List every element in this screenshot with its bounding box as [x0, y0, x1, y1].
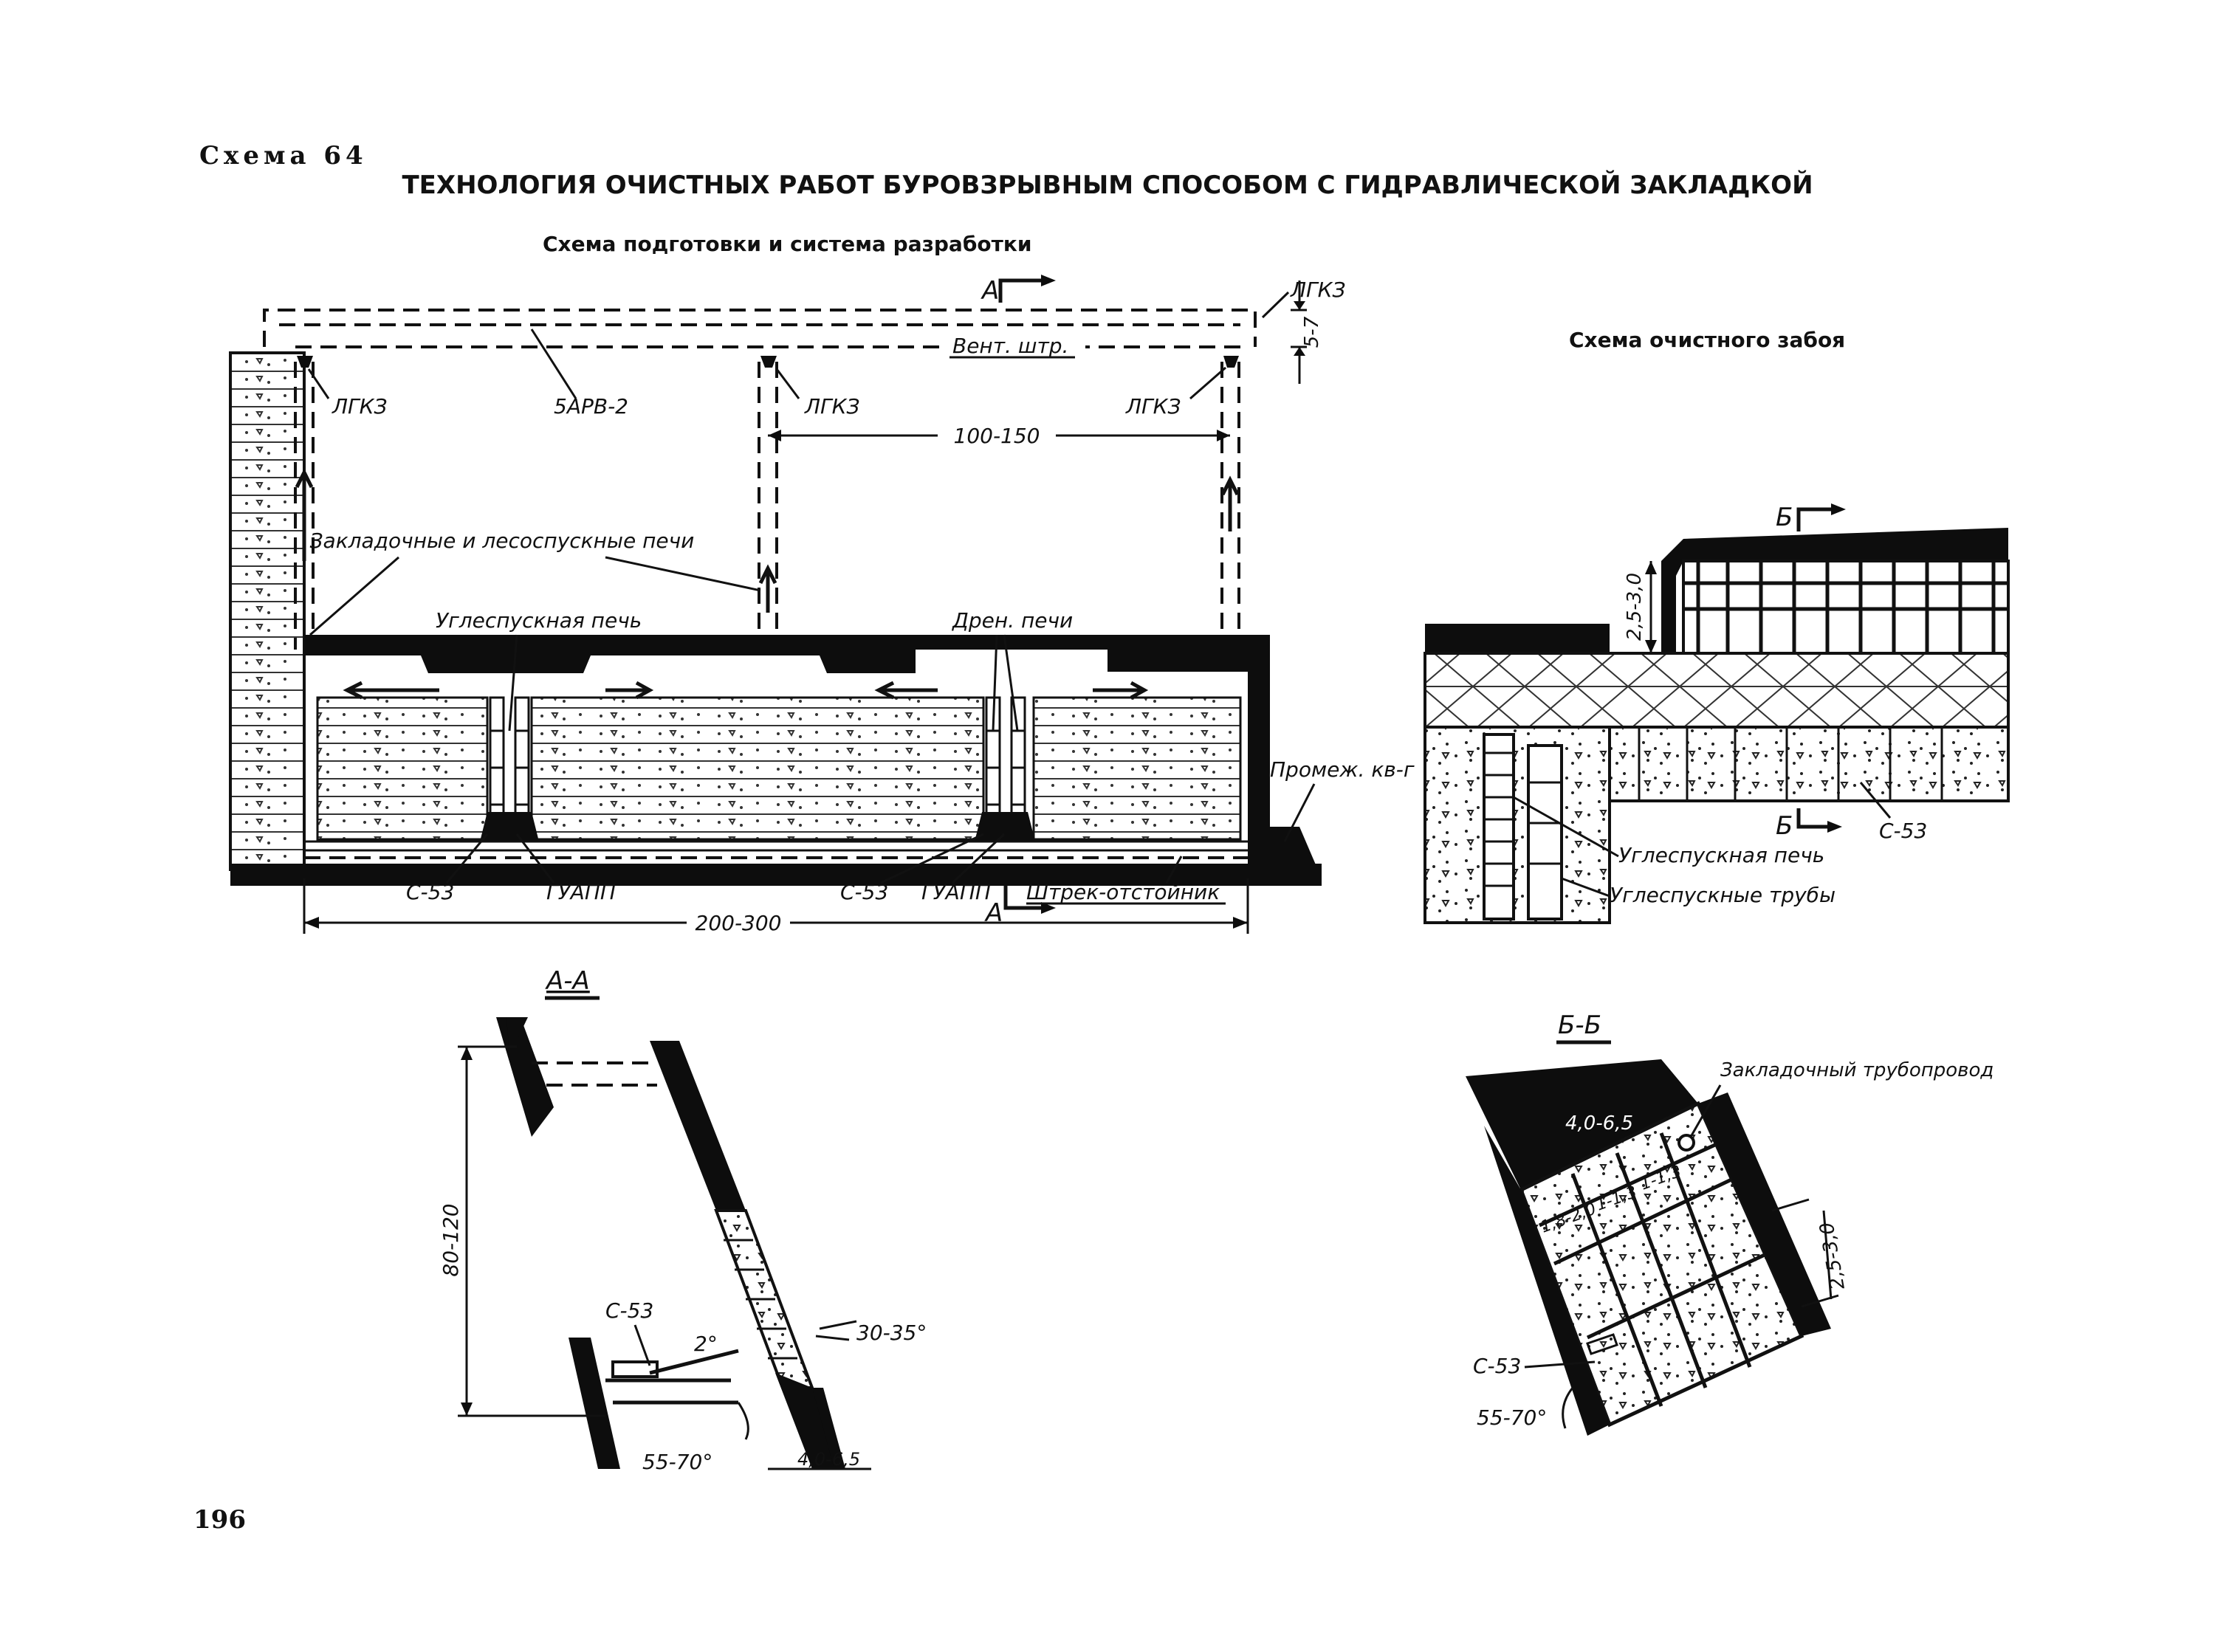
lgkz-1: ЛГКЗ — [332, 394, 388, 419]
section-a-bottom: А — [984, 898, 1003, 928]
guapp-label-1: ГУАПП — [546, 880, 616, 904]
section-a-top: А — [981, 276, 999, 306]
fill-and-timber-chutes: Закладочные и лесоспускные печи — [310, 529, 695, 553]
roof-rock-band — [304, 635, 1248, 673]
left-rock-strip — [229, 351, 306, 871]
aa-angle-30-35: 30-35° — [856, 1321, 927, 1345]
aa-dim-4-0-6-5: 4,0-6,5 — [797, 1449, 860, 1470]
bb-fill-pipe — [1677, 1134, 1695, 1152]
guapp-label-2: ГУАПП — [921, 880, 991, 904]
aa-angle-2: 2° — [694, 1332, 718, 1356]
dim-200-300: 200-300 — [696, 911, 782, 935]
bb-dim-2-5-3-0: 2,5-3,0 — [1816, 1220, 1850, 1291]
bb-angle-55-70: 55-70° — [1477, 1405, 1547, 1430]
lgkz-2: ЛГКЗ — [804, 394, 860, 419]
settling-drift-label: Штрек-отстойник — [1026, 880, 1220, 904]
lgkz-top-right: ЛГКЗ — [1290, 278, 1346, 302]
face-view: 2,5-3,0 Б Б С-53 Углеспускная печь Углес… — [1424, 503, 2010, 924]
fan-5arv2: 5АРВ-2 — [554, 394, 628, 419]
chute-pillar-1 — [480, 696, 539, 842]
stope-block-3 — [1032, 696, 1242, 841]
subtitle-plan: Схема подготовки и система разработки — [543, 232, 1031, 256]
subtitle-face: Схема очистного забоя — [1569, 328, 1845, 352]
s53-label-1: С-53 — [406, 880, 454, 904]
section-b-top: Б — [1776, 503, 1793, 532]
stope-block-2 — [530, 696, 985, 841]
face-crib-zone — [1424, 652, 2010, 729]
page-number: 196 — [193, 1505, 246, 1535]
bb-dim-4-0-6-5: 4,0-6,5 — [1565, 1112, 1633, 1135]
coal-pipes-column — [1527, 744, 1563, 920]
aa-angle-55-70: 55-70° — [642, 1450, 712, 1474]
face-dim-2-5-3-0: 2,5-3,0 — [1624, 573, 1646, 641]
bb-fill-pipeline-label: Закладочный трубопровод — [1720, 1059, 1993, 1081]
dim-100-150: 100-150 — [954, 424, 1040, 448]
section-bb: Б-Б Закладочный трубопровод 4,0-6,5 1,8-… — [1466, 1011, 1993, 1436]
face-fill-zone — [1608, 726, 2010, 802]
drain-chutes-label: Дрен. печи — [951, 608, 1073, 633]
plan-view: 5-7 100-150 200-300 А А ЛГКЗ Вент. штр. … — [229, 275, 1415, 936]
coal-chute-column — [1483, 733, 1515, 920]
aa-s53-label: С-53 — [605, 1298, 653, 1323]
fill-chutes-label: Закладочные и лесоспускные печи — [310, 529, 695, 553]
coal-chute-label: Углеспускная печь — [436, 608, 642, 633]
face-s53-label: С-53 — [1879, 819, 1927, 843]
bb-s53-label: С-53 — [1473, 1354, 1521, 1378]
face-coal-pipes-label: Углеспускные трубы — [1610, 883, 1835, 907]
stope-block-1 — [316, 696, 489, 841]
lgkz-3: ЛГКЗ — [1125, 394, 1181, 419]
page-title: ТЕХНОЛОГИЯ ОЧИСТНЫХ РАБОТ БУРОВЗРЫВНЫМ С… — [402, 170, 1813, 200]
vent-drift: Вент. штр. — [952, 334, 1068, 358]
intermediate-drift-label: Промеж. кв-г — [1270, 757, 1415, 782]
dim-5-7: 5-7 — [1301, 316, 1323, 348]
section-aa: А-А 80-120 С-53 2° 30-35° 55-70° 4,0-6,5 — [439, 966, 927, 1474]
section-bb-label: Б-Б — [1558, 1011, 1601, 1040]
face-coal-chute-label: Углеспускная печь — [1618, 843, 1824, 867]
chute-pillar-2 — [975, 696, 1035, 842]
scheme-number: Схема 64 — [199, 141, 368, 171]
s53-label-2: С-53 — [840, 880, 888, 904]
section-aa-label: А-А — [545, 966, 590, 996]
floor-rock-band — [230, 864, 1322, 886]
aa-dim-80-120: 80-120 — [439, 1203, 463, 1276]
section-b-bottom: Б — [1776, 811, 1793, 841]
bb-fill-pipeline-text: Закладочный трубопровод — [1720, 1059, 1993, 1081]
